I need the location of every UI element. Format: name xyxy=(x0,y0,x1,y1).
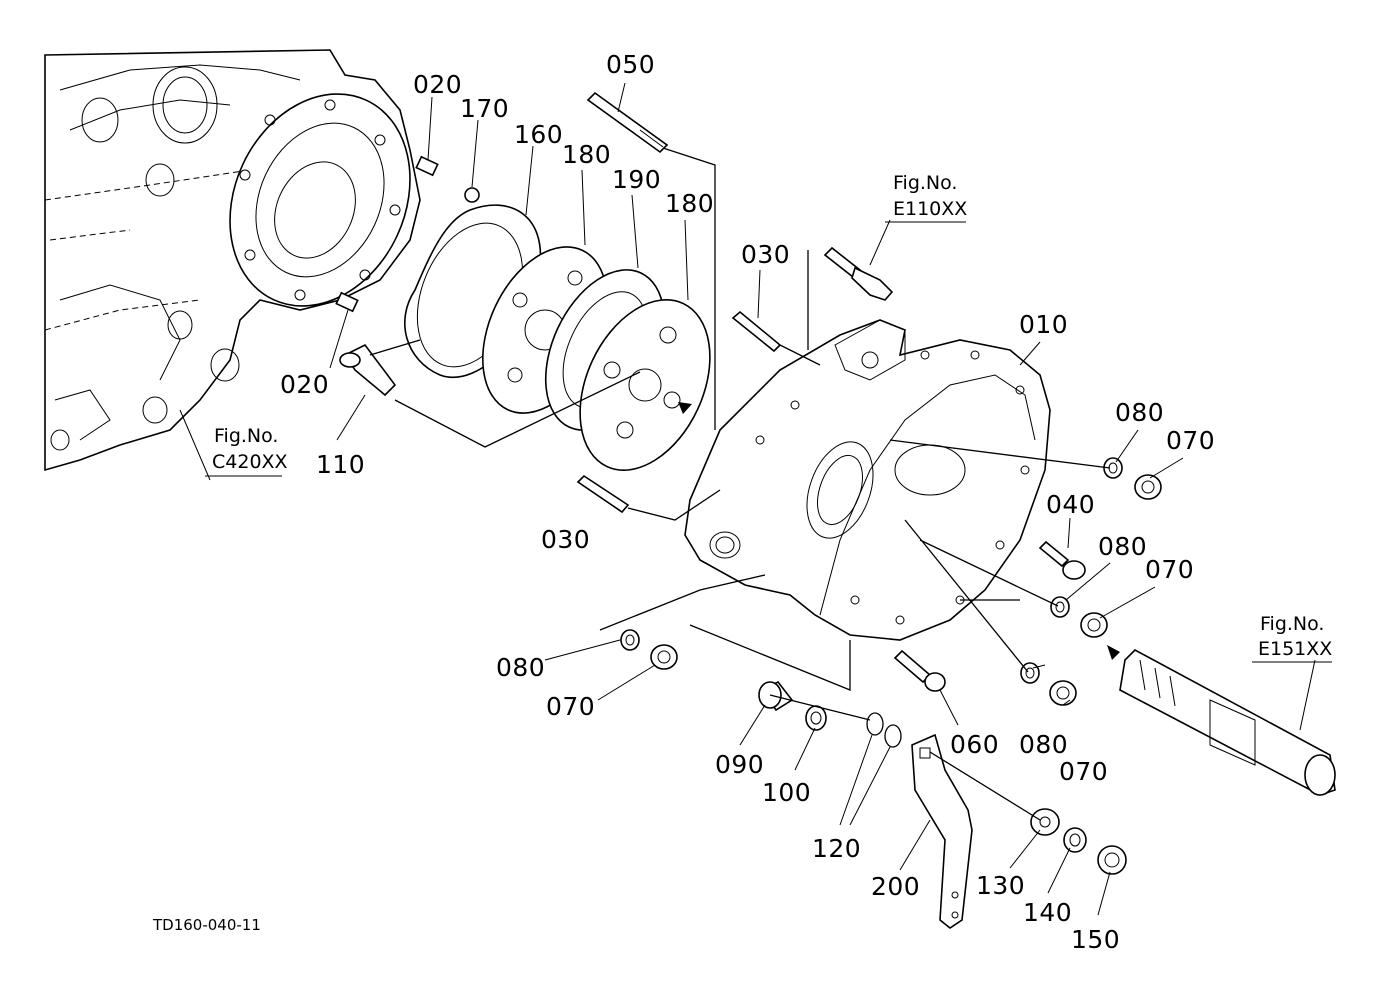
part-label-200: 200 xyxy=(871,872,920,901)
fig-ref-e110: Fig.No. E110XX xyxy=(885,172,967,223)
friction-plate-180b xyxy=(579,299,711,471)
part-label-030a: 030 xyxy=(741,240,790,269)
part-label-180a: 180 xyxy=(562,140,611,169)
part-label-160: 160 xyxy=(514,120,563,149)
washer-100 xyxy=(805,705,827,731)
part-label-080c: 080 xyxy=(496,653,545,682)
o-ring-120a xyxy=(866,712,884,736)
part-label-030b: 030 xyxy=(541,525,590,554)
washer-080b xyxy=(1050,596,1070,618)
washer-080c xyxy=(620,629,640,651)
nut-070b xyxy=(1080,612,1108,638)
part-label-040: 040 xyxy=(1046,490,1095,519)
part-labels: 050 020 170 160 180 190 180 030 010 080 … xyxy=(280,50,1215,954)
part-label-070a: 070 xyxy=(1166,426,1215,455)
lever-200 xyxy=(911,733,973,929)
fig-ref-e110-code: E110XX xyxy=(893,198,967,220)
plug-090 xyxy=(758,680,794,712)
part-label-070c: 070 xyxy=(546,692,595,721)
fig-ref-c420: Fig.No. C420XX xyxy=(205,425,288,477)
part-label-080b: 080 xyxy=(1098,532,1147,561)
assembly-lines xyxy=(369,147,1111,821)
bolt-e110 xyxy=(823,246,894,301)
bolt-040 xyxy=(1038,540,1086,580)
nut-150 xyxy=(1097,845,1127,875)
part-label-070b: 070 xyxy=(1145,555,1194,584)
part-label-060: 060 xyxy=(950,730,999,759)
label-leaders xyxy=(179,82,1316,916)
part-label-180b: 180 xyxy=(665,189,714,218)
ball-170 xyxy=(464,187,480,203)
fig-ref-c420-code: C420XX xyxy=(212,451,288,473)
fig-ref-e110-title: Fig.No. xyxy=(893,172,957,194)
washer-140 xyxy=(1063,827,1087,853)
shaft-e151 xyxy=(1107,645,1336,796)
fig-ref-e151: Fig.No. E151XX xyxy=(1252,613,1332,663)
part-label-020b: 020 xyxy=(280,370,329,399)
fig-ref-e151-code: E151XX xyxy=(1258,638,1332,660)
part-label-190: 190 xyxy=(612,165,661,194)
stud-030b xyxy=(576,474,630,514)
part-label-020a: 020 xyxy=(413,70,462,99)
bolt-060 xyxy=(893,649,946,692)
o-ring-120b xyxy=(884,724,902,748)
stud-030a xyxy=(731,310,782,353)
stud-110 xyxy=(339,343,397,397)
pin-020a xyxy=(415,155,439,177)
nut-070c xyxy=(650,644,678,670)
engine-block-drawing xyxy=(44,49,421,472)
nut-070a xyxy=(1134,474,1162,500)
washer-130 xyxy=(1030,808,1060,836)
fig-ref-e151-title: Fig.No. xyxy=(1260,613,1324,635)
part-label-120: 120 xyxy=(812,834,861,863)
part-label-080d: 080 xyxy=(1019,730,1068,759)
fig-ref-c420-title: Fig.No. xyxy=(214,425,278,447)
part-label-050: 050 xyxy=(606,50,655,79)
part-label-080a: 080 xyxy=(1115,398,1164,427)
part-label-140: 140 xyxy=(1023,898,1072,927)
housing-010 xyxy=(684,319,1051,641)
part-label-130: 130 xyxy=(976,871,1025,900)
part-label-110: 110 xyxy=(316,450,365,479)
washer-080a xyxy=(1103,457,1123,479)
part-label-170: 170 xyxy=(460,94,509,123)
diagram-code: TD160-040-11 xyxy=(152,916,261,934)
pin-020b xyxy=(335,291,359,313)
part-label-070d: 070 xyxy=(1059,757,1108,786)
stud-050 xyxy=(586,91,669,154)
part-label-150: 150 xyxy=(1071,925,1120,954)
nut-070d xyxy=(1049,680,1077,706)
part-label-010: 010 xyxy=(1019,310,1068,339)
part-label-090: 090 xyxy=(715,750,764,779)
part-label-100: 100 xyxy=(762,778,811,807)
